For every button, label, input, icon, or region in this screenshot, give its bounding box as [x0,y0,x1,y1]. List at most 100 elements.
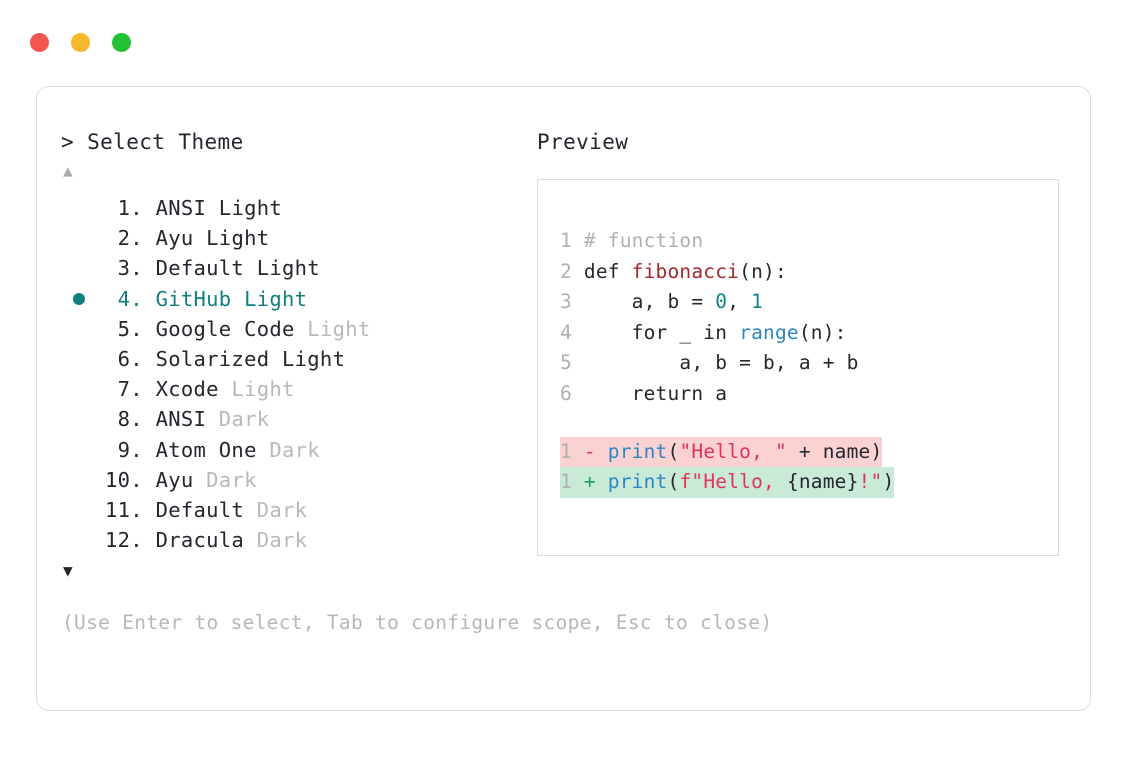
diff-lines: 1 - print("Hello, " + name)1 + print(f"H… [560,436,1050,498]
theme-item-variant: Dark [218,407,270,432]
theme-item-variant: Dark [256,528,308,553]
line-number: 6 [560,381,572,405]
theme-item-number: 7. [105,377,156,402]
theme-item-name: Default [155,256,257,281]
diff-line-number: 1 [560,439,584,463]
theme-item-name: GitHub [155,286,245,311]
theme-list-item[interactable]: 5. Google Code Light [61,314,531,344]
code-token: return a [571,381,728,405]
preview-label: Preview [537,130,629,154]
code-line: 3 a, b = 0, 1 [560,287,1050,318]
code-token: 0 [715,290,728,314]
theme-item-number: 2. [105,226,156,251]
diff-token: print [607,470,668,494]
diff-token: "Hello, " [679,439,787,463]
page-title: Select Theme [87,130,244,154]
theme-list-item[interactable]: 12. Dracula Dark [61,525,531,555]
line-number: 2 [560,259,572,283]
diff-marker: - [583,439,608,463]
theme-item-variant: Light [282,346,346,371]
code-line: 4 for _ in range(n): [560,318,1050,349]
diff-line: 1 - print("Hello, " + name) [560,436,883,468]
diff-token: f"Hello, [679,470,787,494]
theme-list-item[interactable]: 6. Solarized Light [61,344,531,374]
theme-item-name: Ayu [155,226,207,251]
code-token: (n): [739,259,787,283]
code-token: # function [571,229,704,252]
diff-token: + name) [786,439,883,463]
line-number: 4 [560,320,572,344]
keyboard-hint: (Use Enter to select, Tab to configure s… [62,611,773,635]
selection-bullet-icon [73,292,85,305]
theme-item-name: Default [155,497,257,522]
theme-list-item[interactable]: 8. ANSI Dark [61,404,531,434]
theme-list-item[interactable]: 1. ANSI Light [61,193,531,223]
theme-list-item[interactable]: 2. Ayu Light [61,223,531,253]
theme-item-variant: Light [307,316,371,341]
theme-item-number: 6. [105,346,156,371]
code-token: a, b = b, a + b [571,351,859,375]
scroll-down-icon[interactable]: ▼ [63,561,73,581]
code-token: , [727,290,752,314]
minimize-button[interactable] [71,33,90,52]
code-token: def [571,259,632,283]
theme-item-name: ANSI [155,196,219,220]
diff-token: ( [667,470,680,494]
theme-list-item[interactable]: 10. Ayu Dark [61,465,531,495]
theme-list-item[interactable]: 7. Xcode Light [61,374,531,404]
theme-list-item[interactable]: 11. Default Dark [61,495,531,525]
theme-item-name: Dracula [155,528,257,553]
code-token: fibonacci [631,259,740,283]
theme-picker-card: > Select Theme ▲ 1. ANSI Light 2. Ayu Li… [36,86,1091,711]
theme-item-number: 9. [105,437,156,462]
diff-token: ( [667,439,680,463]
theme-list[interactable]: 1. ANSI Light 2. Ayu Light 3. Default Li… [61,193,531,555]
theme-item-number: 3. [105,256,156,281]
theme-item-number: 5. [105,316,156,341]
code-line: 5 a, b = b, a + b [560,348,1050,379]
theme-item-name: Xcode [155,377,232,402]
close-button[interactable] [30,33,49,52]
theme-list-item[interactable]: 9. Atom One Dark [61,435,531,465]
theme-item-variant: Dark [256,497,308,522]
code-line: 6 return a [560,379,1050,410]
diff-line: 1 + print(f"Hello, {name}!") [560,467,895,498]
theme-item-variant: Light [218,196,283,220]
theme-item-variant: Dark [269,437,320,462]
code-token: a, b = [571,290,716,314]
diff-line-number: 1 [560,470,584,494]
theme-list-item[interactable]: 4. GitHub Light [61,284,531,314]
theme-item-variant: Light [244,286,308,311]
theme-item-name: ANSI [155,407,219,432]
theme-item-name: Google Code [155,316,308,341]
code-line: 1 # function [560,226,1050,257]
line-number: 5 [560,351,572,375]
theme-list-item[interactable]: 3. Default Light [61,253,531,283]
theme-list-pane: > Select Theme ▲ 1. ANSI Light 2. Ayu Li… [61,129,773,635]
diff-token: print [607,439,668,463]
theme-item-number: 8. [105,407,156,432]
code-token: range [739,320,799,344]
scroll-up-icon[interactable]: ▲ [63,161,73,180]
maximize-button[interactable] [112,33,131,52]
diff-token: ) [882,470,895,494]
code-token: (n): [798,320,847,344]
line-number: 1 [560,229,572,252]
diff-marker: + [583,470,608,494]
code-line: 2 def fibonacci(n): [560,257,1050,288]
theme-item-number: 11. [105,497,156,522]
window-traffic-lights [30,33,131,52]
code-token: for _ in [571,320,740,344]
theme-item-name: Solarized [155,346,282,371]
theme-item-number: 12. [105,528,156,553]
theme-item-variant: Light [206,226,270,251]
theme-item-number: 1. [105,196,156,220]
picker-title-row: > Select Theme [61,129,531,155]
code-token: 1 [751,290,764,314]
theme-item-name: Ayu [155,467,207,492]
